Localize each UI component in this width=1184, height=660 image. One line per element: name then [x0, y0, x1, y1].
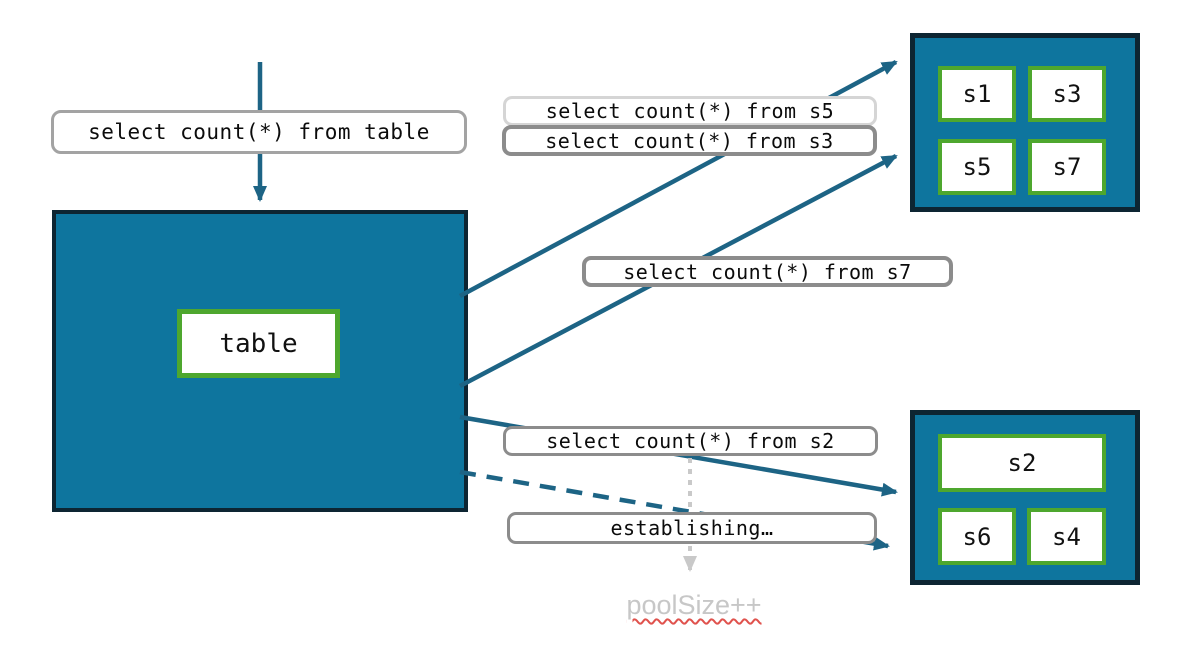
shard-label: s6: [962, 522, 992, 551]
shard-label: s2: [1007, 449, 1037, 477]
query-label-s7: select count(*) from s7: [582, 256, 953, 287]
shard-group-bottom: s2 s6 s4: [910, 410, 1140, 585]
table-database-box: table: [52, 210, 468, 512]
shard-node-s4: s4: [1027, 508, 1106, 565]
shard-node-s2: s2: [938, 434, 1106, 492]
poolsize-text: poolSize++: [626, 590, 762, 620]
query-label-s5: select count(*) from s5: [503, 96, 877, 126]
shard-label: s4: [1052, 522, 1081, 551]
query-text: select count(*) from s2: [546, 429, 835, 453]
shard-label: s1: [962, 80, 992, 108]
shard-node-s1: s1: [938, 66, 1016, 122]
table-node: table: [177, 309, 340, 378]
shard-node-s3: s3: [1028, 66, 1106, 122]
establishing-text: establishing…: [610, 516, 774, 540]
shard-group-top: s1 s3 s5 s7: [910, 33, 1140, 212]
query-text: select count(*) from s3: [545, 128, 834, 153]
shard-label: s3: [1052, 80, 1082, 108]
query-label-table: select count(*) from table: [51, 110, 467, 154]
shard-label: s7: [1052, 153, 1082, 181]
shard-node-s5: s5: [938, 139, 1016, 195]
query-text: select count(*) from table: [88, 120, 430, 144]
poolsize-annotation: poolSize++: [584, 590, 804, 621]
query-label-s2: select count(*) from s2: [503, 426, 878, 456]
query-text: select count(*) from s5: [545, 99, 835, 123]
establishing-label: establishing…: [507, 512, 877, 544]
table-node-label: table: [219, 328, 298, 359]
shard-label: s5: [962, 153, 992, 181]
shard-node-s7: s7: [1028, 139, 1106, 195]
query-text: select count(*) from s7: [623, 259, 912, 284]
shard-node-s6: s6: [938, 508, 1016, 565]
query-label-s3: select count(*) from s3: [502, 125, 877, 156]
